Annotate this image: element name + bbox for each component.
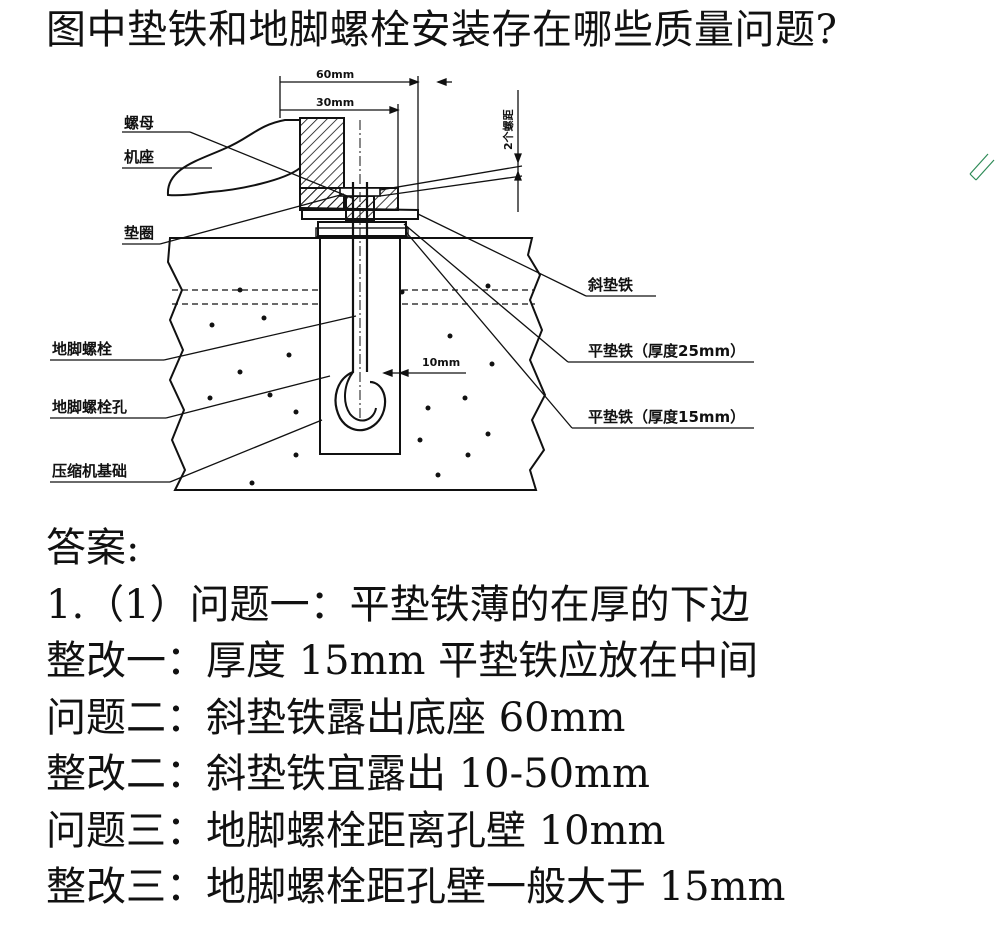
dimension-30 [280, 104, 400, 188]
dim-pitch-label: 2个螺距 [501, 109, 515, 150]
answer-heading: 答案: [46, 525, 140, 571]
dimension-60 [279, 76, 452, 210]
left-leaders [50, 131, 357, 483]
label-base: 机座 [124, 148, 154, 166]
answer-line-5: 问题三：地脚螺栓距离孔壁 10mm [46, 807, 666, 854]
dim-30-label: 30mm [316, 96, 354, 109]
concrete-aggregate [207, 283, 495, 486]
label-taper-shim: 斜垫铁 [587, 276, 633, 294]
dimension-10 [382, 369, 466, 377]
answer-line-2: 整改一：厚度 15mm 平垫铁应放在中间 [46, 638, 759, 684]
label-flat-shim-25: 平垫铁（厚度25mm） [588, 342, 745, 360]
question-title: 图中垫铁和地脚螺栓安装存在哪些质量问题? [46, 7, 838, 53]
right-leaders [403, 213, 754, 429]
flat-shim-15 [315, 227, 409, 238]
corner-arrow-icon [969, 153, 995, 181]
dim-10-label: 10mm [422, 356, 460, 369]
answer-line-1: 1.（1）问题一：平垫铁薄的在厚的下边 [46, 581, 750, 628]
flat-shim-25 [317, 221, 407, 237]
dimension-pitch [379, 90, 523, 212]
label-flat-shim-15: 平垫铁（厚度15mm） [588, 408, 745, 426]
answer-line-4: 整改二：斜垫铁宜露出 10-50mm [46, 751, 650, 797]
label-washer: 垫圈 [124, 224, 154, 242]
label-anchor-hole: 地脚螺栓孔 [52, 398, 127, 416]
anchor-bolt [334, 182, 387, 432]
machine-base-shape [166, 119, 301, 197]
label-nut: 螺母 [124, 114, 154, 132]
answer-section: 答案: 1.（1）问题一：平垫铁薄的在厚的下边 整改一：厚度 15mm 平垫铁应… [46, 520, 785, 916]
answer-line-3: 问题二：斜垫铁露出底座 60mm [46, 694, 626, 741]
dim-60-label: 60mm [316, 68, 354, 81]
anchor-hook-inner [344, 371, 377, 422]
anchor-bolt-diagram: 60mm 30mm 2个螺距 10mm 螺母 机座 垫圈 地脚螺栓 地脚螺栓孔 … [50, 68, 754, 491]
label-foundation: 压缩机基础 [52, 462, 127, 480]
answer-line-6: 整改三：地脚螺栓距孔壁一般大于 15mm [46, 864, 786, 910]
label-anchor-bolt: 地脚螺栓 [52, 340, 112, 358]
